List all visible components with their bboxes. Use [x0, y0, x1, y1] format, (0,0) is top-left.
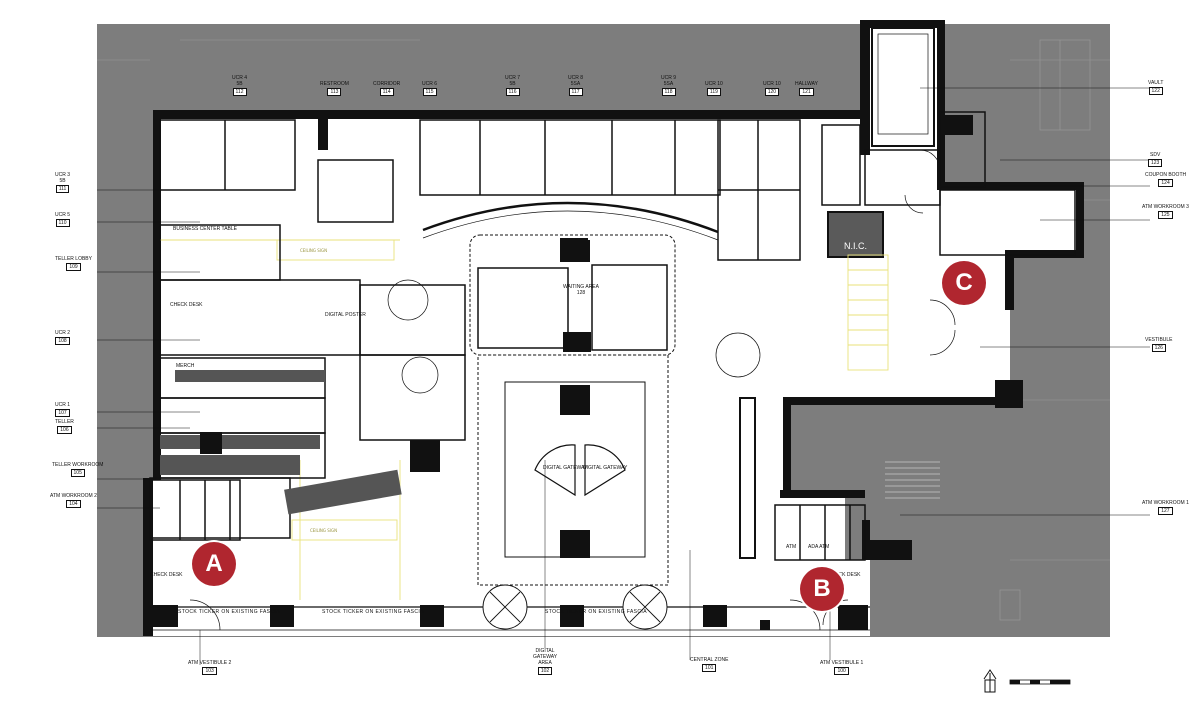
stair-treads — [885, 461, 940, 499]
columns — [200, 115, 973, 472]
ceiling-note-1: CEILING SIGN — [300, 248, 328, 253]
merch-counter — [175, 370, 325, 382]
waiting-area-pod-1 — [477, 267, 569, 349]
fascia-note-2: STOCK TICKER ON EXISTING FASCIA — [322, 609, 424, 615]
revolving-doors — [482, 584, 668, 630]
waiting-area-pod-2 — [591, 264, 668, 351]
nic-label: N.I.C. — [844, 241, 868, 251]
marker-c: C — [942, 261, 986, 305]
curved-glass-wall — [422, 201, 719, 234]
ceiling-note-2: CEILING SIGN — [310, 528, 338, 533]
check-desk-label-3: CHECK DESK — [828, 572, 861, 578]
merch-label: MERCH — [176, 363, 195, 369]
marker-b: B — [800, 567, 844, 611]
ada-atm-label: ADA ATM — [808, 544, 830, 550]
check-desk-label: CHECK DESK — [170, 302, 203, 308]
scale-bar — [1009, 679, 1071, 685]
digital-gateway-outline — [477, 354, 669, 586]
atm-label: ATM — [786, 544, 797, 550]
digital-gateway-label-1: DIGITAL GATEWAY — [543, 465, 588, 471]
business-center-label: BUSINESS CENTER TABLE — [173, 226, 237, 232]
atm-room-walls — [149, 479, 866, 561]
leader-lines — [97, 87, 1150, 665]
front-mullions — [150, 605, 868, 630]
office-walls — [159, 111, 1076, 261]
fascia-note-1: STOCK TICKER ON EXISTING FASCIA — [178, 609, 280, 615]
marker-a: A — [192, 542, 236, 586]
vault — [871, 27, 935, 147]
fascia-note-3: STOCK TICKER ON EXISTING FASCIA — [545, 609, 647, 615]
surrounding-linework — [97, 39, 1110, 621]
teller-counter — [160, 435, 320, 449]
nic-room — [827, 211, 884, 258]
digital-poster-label: DIGITAL POSTER — [325, 312, 366, 318]
digital-gateway-label-2: DIGITAL GATEWAY — [583, 465, 628, 471]
gateway-table-1 — [534, 444, 576, 497]
check-desk-label-2: CHECK DESK — [150, 572, 183, 578]
north-arrow — [983, 669, 997, 693]
gateway-table-2 — [584, 444, 626, 497]
waiting-area-outline — [469, 234, 676, 356]
yellow-linework — [160, 239, 889, 600]
